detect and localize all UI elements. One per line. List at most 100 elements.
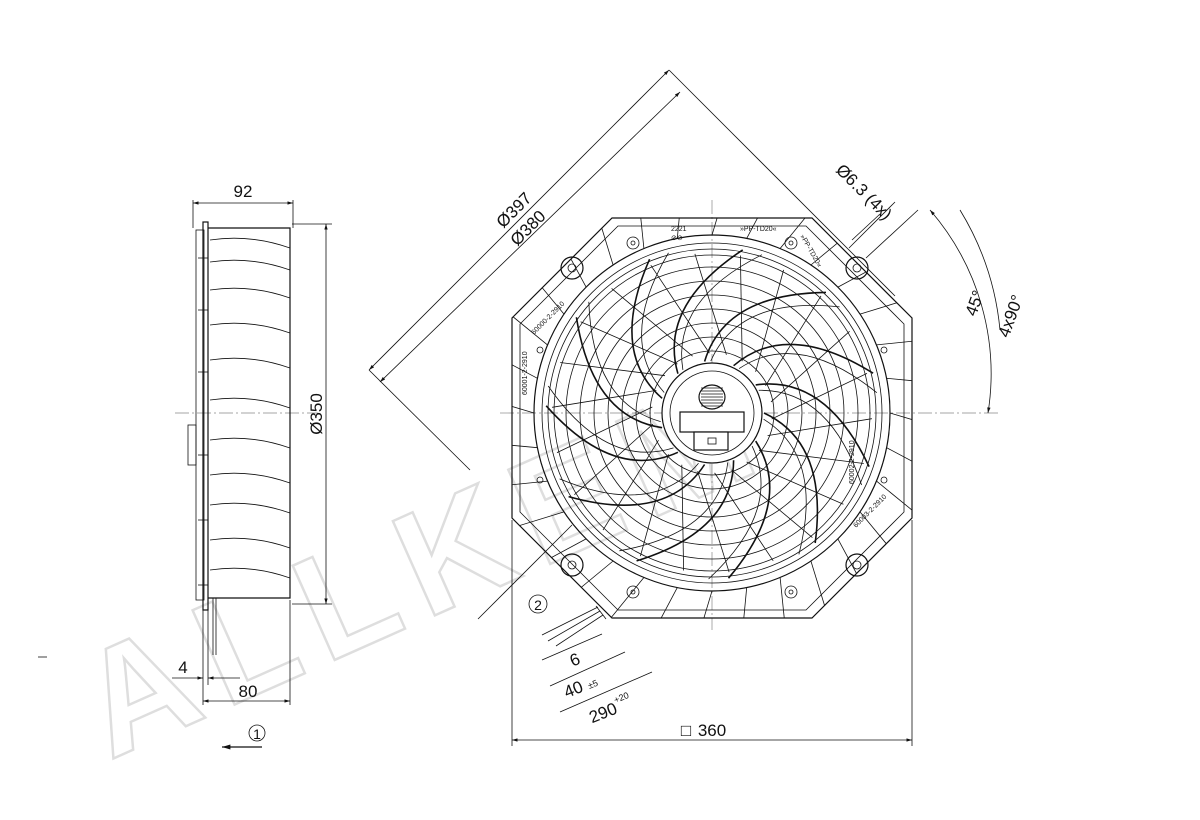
guard-ring (553, 254, 871, 572)
connector-box (693, 431, 729, 451)
fan-blade (703, 291, 827, 362)
front-view: 2221 ⊘⊘ »PP-TD20« »PP-TD20« 60000-2-2910… (368, 69, 1027, 746)
fan-blade-edge (710, 304, 840, 362)
side-flange (202, 221, 209, 611)
dim-350: Ø350 (307, 393, 326, 435)
mount-hole (845, 553, 869, 577)
mount-plate-inner (519, 225, 905, 611)
hub-inner (669, 370, 755, 456)
side-blade (209, 357, 291, 369)
connector-pin (707, 437, 717, 445)
mount-hole-small (880, 476, 888, 484)
side-shroud (208, 227, 291, 599)
guard-spoke (755, 269, 784, 372)
fan-blade-edge (619, 462, 729, 552)
shroud-inner (541, 242, 883, 584)
guard-ring (649, 350, 775, 476)
plate-rib (512, 511, 565, 549)
side-blade (209, 437, 291, 449)
guard-spokes (552, 253, 872, 573)
plate-rib (886, 377, 912, 391)
fan-blade (545, 405, 679, 462)
fan-blade (733, 343, 874, 374)
guard-spoke (640, 454, 669, 557)
mount-hole (845, 256, 869, 280)
mount-hole-small (536, 476, 544, 484)
plate-right-upper-code: 60002-2-2910 (849, 440, 856, 484)
guard-ring (593, 294, 831, 532)
fan-blade-edge (681, 254, 763, 370)
fan-blade (727, 440, 771, 579)
plate-rib (676, 218, 690, 239)
plate-code-icons: ⊘⊘ (671, 235, 683, 242)
guard-spoke (552, 390, 657, 408)
side-motor-bump (187, 424, 197, 466)
guard-spoke (714, 472, 774, 562)
fan-blade-edge (738, 353, 878, 394)
dim-mount-holes: Ø6.3 (4x) (832, 160, 896, 224)
plate-rib (889, 412, 912, 450)
angle-arc-90 (959, 209, 1001, 331)
side-blade (209, 537, 291, 549)
plate-rib (564, 577, 645, 618)
dim-lead-40: 40 (561, 677, 586, 702)
dim-360: 360 (698, 721, 726, 740)
mount-hole-small (784, 585, 798, 599)
plate-rib (859, 511, 912, 609)
plate-rib (512, 480, 548, 495)
hub-cap-vents (701, 387, 723, 407)
plate-rib (675, 590, 713, 618)
angle-arc-45 (929, 209, 992, 414)
dim-lead-40-tol: ±5 (586, 678, 599, 691)
dim-line-397 (368, 69, 670, 371)
mount-hole-small (536, 346, 544, 354)
fan-blade (568, 464, 706, 506)
fan-blade-edge (758, 389, 862, 486)
hub-cap (698, 384, 726, 410)
side-blade (209, 502, 291, 514)
plate-rib (512, 319, 538, 379)
guard-spoke (694, 253, 727, 355)
plate-rib (779, 577, 794, 618)
side-blade (209, 397, 291, 409)
dim-4: 4 (178, 658, 187, 677)
dim-80: 80 (239, 682, 258, 701)
side-cable (212, 598, 217, 655)
mount-hole-small (626, 236, 640, 250)
plate-rib (630, 218, 645, 249)
dim-lead-290-tol: +20 (612, 690, 630, 705)
side-blade (209, 567, 291, 579)
guard-ring (635, 336, 789, 490)
airflow-callout: 1 (253, 726, 261, 742)
plate-rib (837, 538, 898, 618)
fan-blade (763, 412, 819, 544)
side-blades (198, 237, 291, 586)
plate-rib (810, 560, 848, 618)
side-blade (209, 259, 291, 271)
mount-hole-small (626, 585, 640, 599)
fan-blade-edge (763, 418, 807, 555)
plate-rib (876, 331, 912, 346)
fan-blade-edge (547, 385, 674, 453)
plate-code-2221: 2221 (671, 226, 687, 233)
side-blade (209, 472, 291, 484)
dim-92: 92 (234, 182, 253, 201)
mount-hole (560, 553, 584, 577)
plate-rib (512, 376, 535, 414)
guard-spoke (740, 255, 743, 362)
guard-spoke (746, 461, 844, 505)
guard-spoke (580, 321, 678, 365)
plate-rib (886, 447, 912, 507)
fan-blade (755, 383, 870, 467)
guard-spoke (767, 418, 872, 436)
side-blade (209, 322, 291, 334)
guard-spoke (697, 471, 730, 573)
shroud-outer (533, 234, 891, 592)
cable-callout-circle (528, 594, 548, 614)
plate-rib (779, 218, 860, 249)
plate-rib (512, 435, 538, 449)
plate-rib (711, 218, 749, 236)
side-blade (209, 287, 291, 299)
fan-blade-edge (559, 462, 699, 496)
